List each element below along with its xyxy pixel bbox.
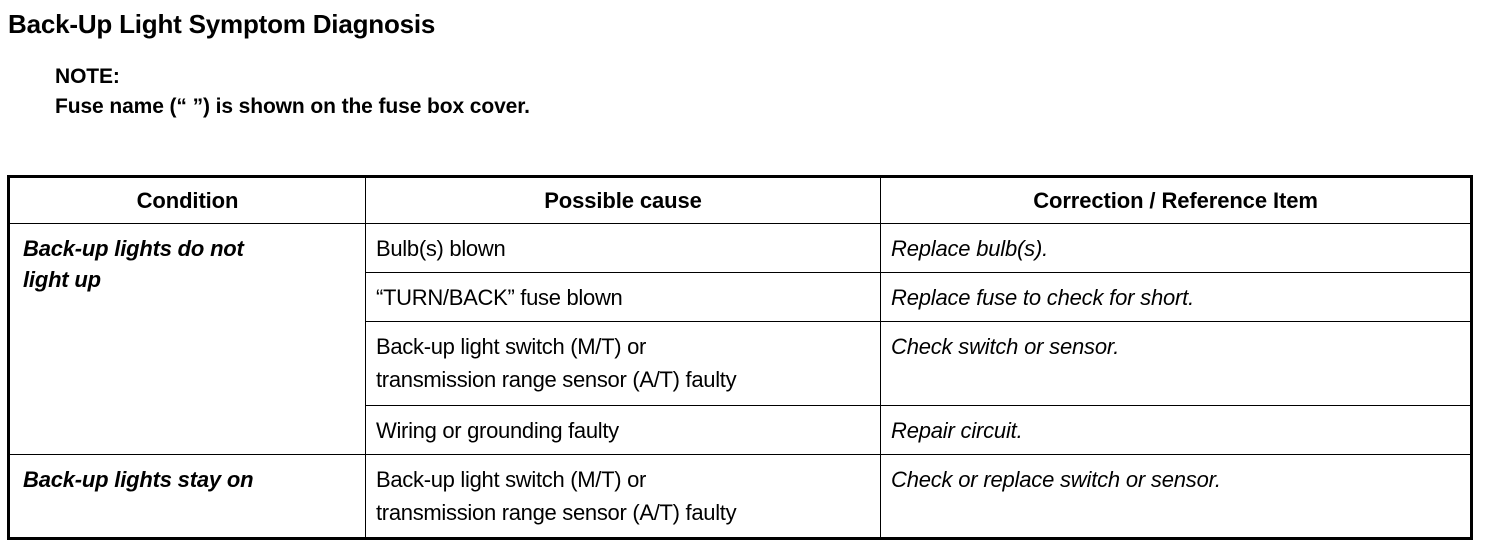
correction-cell: Replace fuse to check for short. xyxy=(880,272,1472,322)
correction-cell: Check or replace switch or sensor. xyxy=(880,454,1472,539)
cause-text-line: transmission range sensor (A/T) faulty xyxy=(376,500,737,525)
possible-cause-cell: Bulb(s) blown xyxy=(365,223,881,273)
note-block: NOTE: Fuse name (“ ”) is shown on the fu… xyxy=(55,62,530,122)
cause-text-line: Wiring or grounding faulty xyxy=(376,418,619,443)
correction-text: Check switch or sensor. xyxy=(891,334,1120,359)
correction-cell: Replace bulb(s). xyxy=(880,223,1472,273)
column-header-correction: Correction / Reference Item xyxy=(880,176,1472,224)
page-title: Back-Up Light Symptom Diagnosis xyxy=(8,9,436,39)
table-row: Back-up lights do not light up Bulb(s) b… xyxy=(8,223,1472,455)
table-row: “TURN/BACK” fuse blown Replace fuse to c… xyxy=(9,272,1472,322)
table-row: Back-up light switch (M/T) or transmissi… xyxy=(9,321,1472,406)
correction-cell: Repair circuit. xyxy=(880,405,1472,455)
cause-text-line: Bulb(s) blown xyxy=(376,236,506,261)
table-header-row: Condition Possible cause Correction / Re… xyxy=(8,176,1472,224)
correction-text: Replace fuse to check for short. xyxy=(891,285,1194,310)
table-row: Back-up lights stay on Back-up light swi… xyxy=(8,454,1472,539)
diagnosis-table: Condition Possible cause Correction / Re… xyxy=(7,175,1473,540)
correction-text: Replace bulb(s). xyxy=(891,236,1048,261)
possible-cause-cell: Back-up light switch (M/T) or transmissi… xyxy=(365,321,881,406)
cause-text-line: transmission range sensor (A/T) faulty xyxy=(376,367,737,392)
cause-text-line: “TURN/BACK” fuse blown xyxy=(376,285,623,310)
condition-text-line: Back-up lights do not xyxy=(23,236,244,261)
table-row: Wiring or grounding faulty Repair circui… xyxy=(9,405,1472,455)
correction-cell: Check switch or sensor. xyxy=(880,321,1472,406)
correction-text: Repair circuit. xyxy=(891,418,1023,443)
condition-text-line: Back-up lights stay on xyxy=(23,467,254,492)
cause-text-line: Back-up light switch (M/T) or xyxy=(376,467,647,492)
note-label: NOTE: xyxy=(55,65,120,88)
column-header-condition: Condition xyxy=(8,176,366,224)
possible-cause-cell: Wiring or grounding faulty xyxy=(365,405,881,455)
correction-text: Check or replace switch or sensor. xyxy=(891,467,1221,492)
cause-text-line: Back-up light switch (M/T) or xyxy=(376,334,647,359)
column-header-possible-cause: Possible cause xyxy=(365,176,881,224)
condition-text-line: light up xyxy=(23,267,101,292)
condition-cell: Back-up lights stay on xyxy=(8,454,366,539)
note-text: Fuse name (“ ”) is shown on the fuse box… xyxy=(55,95,530,118)
possible-cause-cell: “TURN/BACK” fuse blown xyxy=(365,272,881,322)
condition-cell: Back-up lights do not light up xyxy=(8,223,366,455)
possible-cause-cell: Back-up light switch (M/T) or transmissi… xyxy=(365,454,881,539)
